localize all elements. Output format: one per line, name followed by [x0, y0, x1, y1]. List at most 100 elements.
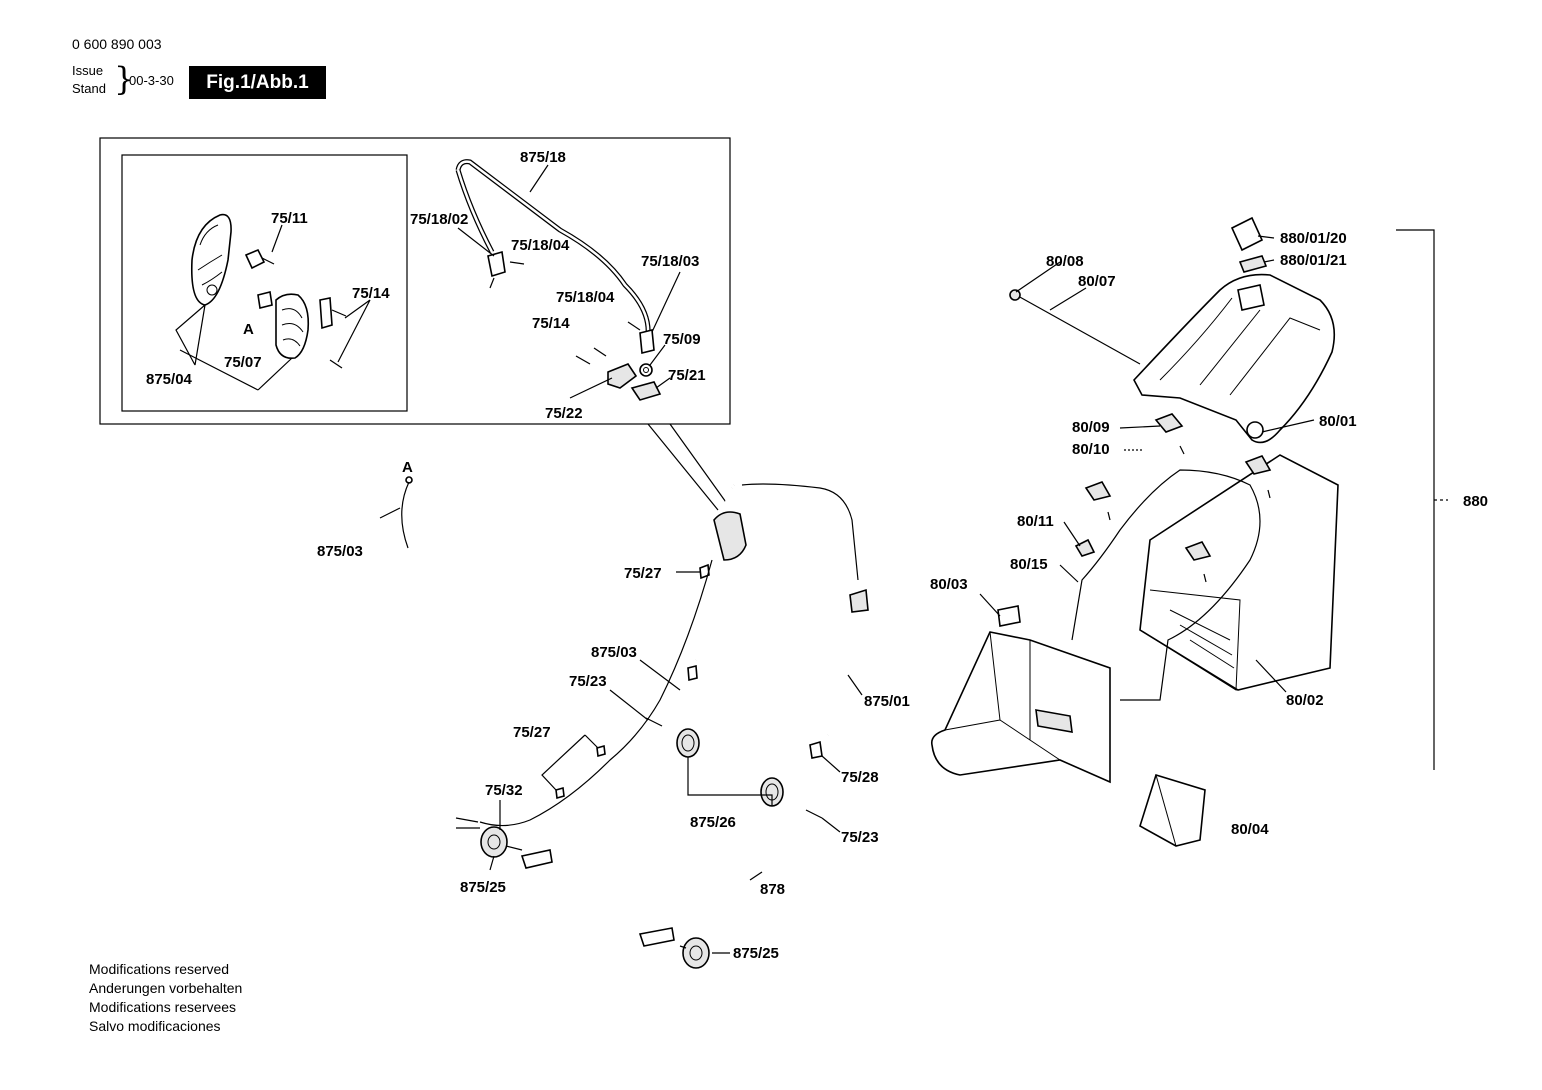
chute-80-03 — [930, 605, 1111, 784]
label-80-09: 80/09 — [1072, 419, 1110, 436]
label-875-25b: 875/25 — [733, 945, 779, 962]
cap-75-21 — [630, 381, 662, 401]
leader-880-01-20 — [1257, 235, 1275, 239]
label-75-27a: 75/27 — [624, 565, 662, 582]
leader-80-08 — [1015, 261, 1061, 293]
leader-875-01 — [847, 674, 863, 696]
label-75-23a: 75/23 — [569, 673, 607, 690]
label-80-08: 80/08 — [1046, 253, 1084, 270]
leader-875-04 — [175, 304, 206, 366]
clip-80-11 — [1074, 538, 1096, 557]
label-75-18-03: 75/18/03 — [641, 253, 699, 270]
plug-75-27-top — [687, 563, 710, 682]
leader-75-23a — [609, 689, 649, 721]
label-80-15: 80/15 — [1010, 556, 1048, 573]
upper-handle-875-01 — [692, 463, 879, 736]
label-875-03a: 875/03 — [317, 543, 363, 560]
label-80-01: 80/01 — [1319, 413, 1357, 430]
leader-878 — [749, 871, 763, 881]
leader-80-15 — [1059, 564, 1079, 583]
switch-housing-875-04 — [190, 213, 232, 306]
label-875-25a: 875/25 — [460, 879, 506, 896]
document-number: 0 600 890 003 — [72, 36, 162, 52]
leader-875-26 — [687, 757, 773, 806]
knob-875-25-left — [480, 826, 523, 858]
screws-75-14-inset-right — [575, 347, 607, 365]
label-75-14a: 75/14 — [352, 285, 390, 302]
label-880: 880 — [1463, 493, 1488, 510]
clip-80-09 — [1154, 413, 1185, 455]
leader-75-11 — [271, 224, 283, 253]
leader-75-14a — [337, 299, 371, 363]
cover-880-01-21 — [1238, 255, 1268, 273]
leader-80-07 — [1049, 287, 1087, 311]
screw-75-23-left — [645, 717, 663, 727]
label-880-01-21: 880/01/21 — [1280, 252, 1347, 269]
leader-75-09 — [649, 344, 666, 366]
note-line: Anderungen vorbehalten — [89, 980, 243, 996]
leader-880-01-21 — [1263, 259, 1275, 263]
label-875-18: 875/18 — [520, 149, 566, 166]
switch-lever-75-11 — [244, 248, 275, 270]
label-75-18-04b: 75/18/04 — [556, 289, 615, 306]
figure-label: Fig.1/Abb.1 — [189, 66, 326, 99]
label-875-03b: 875/03 — [591, 644, 637, 661]
group-bracket-880 — [1396, 229, 1448, 770]
label-75-14b: 75/14 — [532, 315, 570, 332]
label-80-10: 80/10 — [1072, 441, 1110, 458]
label-80-04: 80/04 — [1231, 821, 1269, 838]
label-75-18-02: 75/18/02 — [410, 211, 468, 228]
label-A-inset: A — [243, 321, 254, 338]
clip-80-10 — [1084, 481, 1112, 521]
note-line: Salvo modificaciones — [89, 1018, 221, 1034]
grassbox-80-02 — [1139, 454, 1339, 691]
label-75-18-04a: 75/18/04 — [511, 237, 570, 254]
brace-glyph: } — [114, 60, 135, 98]
plug-75-28 — [809, 740, 823, 759]
nut-75-09 — [639, 363, 653, 377]
label-75-22: 75/22 — [545, 405, 583, 422]
label-75-21: 75/21 — [668, 367, 706, 384]
label-878: 878 — [760, 881, 785, 898]
issue-date: 00-3-30 — [129, 73, 174, 88]
clip-grassbox-right — [1184, 455, 1272, 583]
issue-label: Issue — [72, 63, 104, 78]
label-75-32: 75/32 — [485, 782, 523, 799]
cable-end-75-18-03 — [639, 328, 655, 355]
leader-875-03b — [639, 659, 681, 691]
label-A-main: A — [402, 459, 413, 476]
leader-80-01 — [1261, 419, 1315, 433]
label-80-11: 80/11 — [1017, 513, 1054, 530]
lower-handle-878 — [520, 702, 801, 947]
note-line: Modifications reserved — [89, 961, 230, 977]
leader-75-07 — [179, 349, 293, 391]
label-80-07: 80/07 — [1078, 273, 1116, 290]
nut-80-08 — [1009, 289, 1021, 301]
cable-part-A-875-03 — [379, 476, 413, 549]
leader-80-02 — [1255, 659, 1287, 693]
screw-75-18-04b — [627, 321, 641, 331]
screw-75-23-right — [805, 809, 823, 819]
label-75-27b: 75/27 — [513, 724, 551, 741]
leader-75-22 — [569, 377, 613, 399]
leader-75-18-02 — [457, 227, 495, 257]
flap-80-04 — [1139, 774, 1206, 847]
leader-75-21 — [655, 377, 671, 389]
label-880-01-20: 880/01/20 — [1280, 230, 1347, 247]
leader-75-23b — [821, 817, 841, 833]
rod-80-07 — [1017, 295, 1141, 365]
label-80-03: 80/03 — [930, 576, 968, 593]
clip-parts-75-14-inset — [319, 297, 347, 369]
plug-75-27-lower-b — [555, 786, 565, 800]
switch-block-75-22 — [607, 363, 638, 389]
leader-875-18 — [529, 164, 549, 193]
stand-label: Stand — [72, 81, 106, 96]
label-75-07: 75/07 — [224, 354, 262, 371]
leader-80-11 — [1063, 521, 1081, 547]
note-line: Modifications reservees — [89, 999, 237, 1015]
screw-75-18-04a — [509, 261, 525, 265]
handle-cable-875-18 — [455, 159, 651, 336]
leader-875-25a — [489, 855, 495, 871]
knob-875-25-right — [679, 937, 710, 969]
